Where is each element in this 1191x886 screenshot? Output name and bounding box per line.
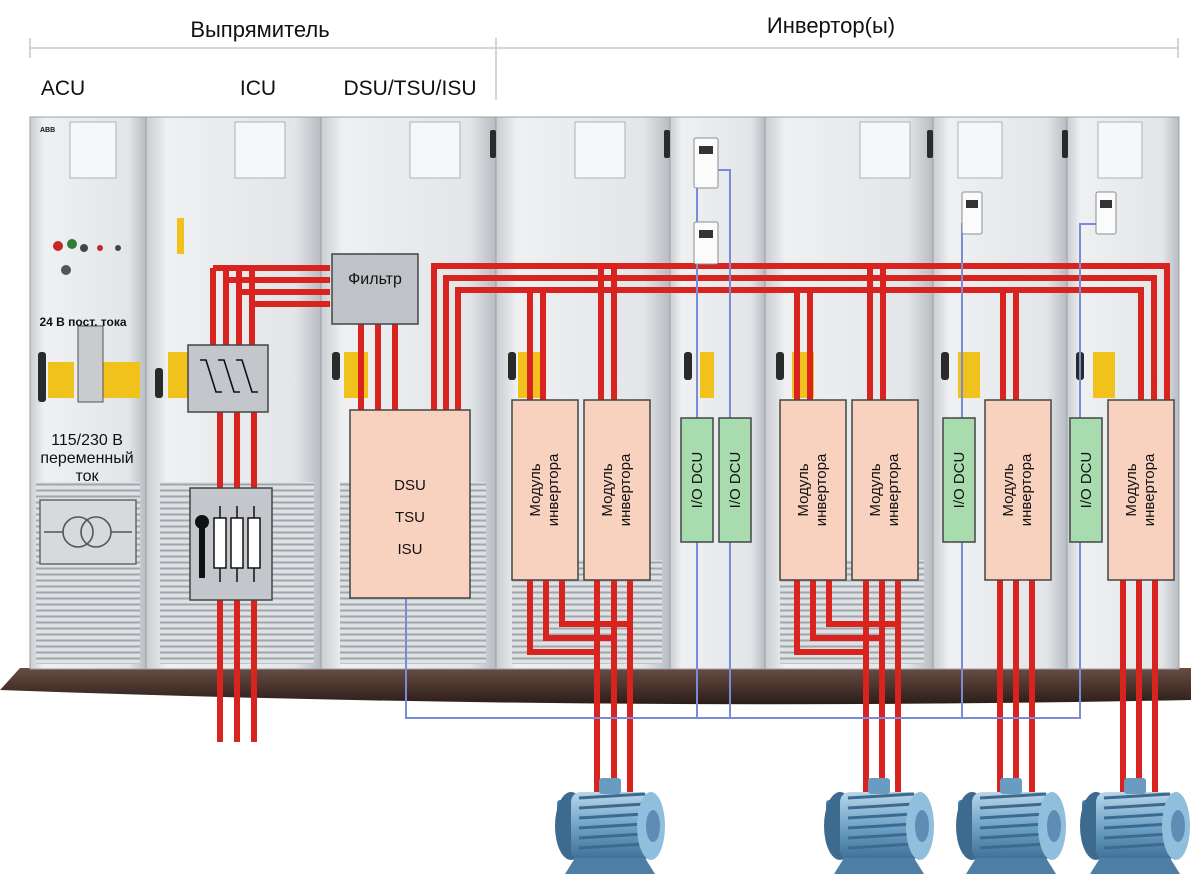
inverter-module-1 bbox=[511, 399, 579, 581]
io-dcu-1 bbox=[680, 417, 714, 543]
inverter-module-4 bbox=[851, 399, 919, 581]
io-dcu-4-label: I/O DCU bbox=[1078, 452, 1095, 509]
abb-logo: ABB bbox=[40, 127, 55, 134]
acu-section-label: ACU bbox=[41, 77, 85, 100]
supply-unit-tsu: TSU bbox=[395, 509, 425, 526]
inverter-module-5 bbox=[984, 399, 1052, 581]
rectifier-heading: Выпрямитель bbox=[190, 17, 329, 42]
io-dcu-1-label: I/O DCU bbox=[689, 452, 706, 509]
inverter-module-1-line1: Модуль bbox=[527, 463, 544, 516]
cabinet-control bbox=[669, 116, 766, 670]
dc-supply-module bbox=[77, 325, 104, 403]
dsu-section-label: DSU/TSU/ISU bbox=[343, 77, 476, 100]
ac-supply-label-line2: переменный bbox=[40, 450, 133, 467]
io-dcu-3-label: I/O DCU bbox=[951, 452, 968, 509]
inverters-heading: Инвертор(ы) bbox=[767, 13, 895, 38]
filter-box bbox=[331, 253, 419, 325]
inverter-module-4-line2: инвертора bbox=[885, 453, 902, 526]
inverter-module-5-line1: Модуль bbox=[1000, 463, 1017, 516]
inverter-module-4-line1: Модуль bbox=[867, 463, 884, 516]
motor-1-icon bbox=[553, 776, 667, 876]
dc-supply-label: 24 В пост. тока bbox=[40, 315, 127, 329]
io-dcu-2-label: I/O DCU bbox=[727, 452, 744, 509]
supply-unit-box bbox=[349, 409, 471, 599]
transformer-icon bbox=[39, 499, 137, 565]
io-dcu-2 bbox=[718, 417, 752, 543]
supply-unit-isu: ISU bbox=[397, 541, 422, 558]
inverter-module-6-line1: Модуль bbox=[1123, 463, 1140, 516]
icu-section-label: ICU bbox=[240, 77, 276, 100]
inverter-module-3 bbox=[779, 399, 847, 581]
motor-3-icon bbox=[954, 776, 1068, 876]
header-bracket bbox=[29, 38, 1179, 100]
fuse-icon bbox=[189, 487, 273, 601]
ac-supply-label-line1: 115/230 В bbox=[51, 432, 123, 449]
inverter-module-3-line1: Модуль bbox=[795, 463, 812, 516]
inverter-module-3-line2: инвертора bbox=[813, 453, 830, 526]
inverter-module-5-line2: инвертора bbox=[1018, 453, 1035, 526]
io-dcu-3 bbox=[942, 417, 976, 543]
inverter-module-2-line1: Модуль bbox=[599, 463, 616, 516]
supply-unit-dsu: DSU bbox=[394, 477, 426, 494]
motor-2-icon bbox=[822, 776, 936, 876]
power-bus bbox=[210, 263, 1170, 802]
inverter-module-1-line2: инвертора bbox=[545, 453, 562, 526]
inverter-module-6-line2: инвертора bbox=[1141, 453, 1158, 526]
ac-supply-label-line3: ток bbox=[75, 468, 99, 485]
main-switch-icon bbox=[187, 344, 269, 413]
io-dcu-4 bbox=[1069, 417, 1103, 543]
inverter-module-2-line2: инвертора bbox=[617, 453, 634, 526]
acu-pushbuttons bbox=[53, 239, 121, 275]
motor-4-icon bbox=[1078, 776, 1191, 876]
filter-label: Фильтр bbox=[348, 271, 402, 288]
inverter-module-6 bbox=[1107, 399, 1175, 581]
inverter-module-2 bbox=[583, 399, 651, 581]
